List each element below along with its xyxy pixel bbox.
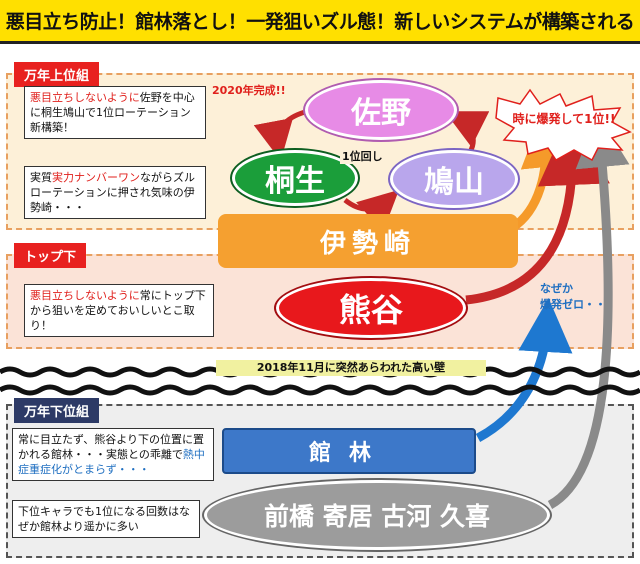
- arrow-sano-to-kiryu: [253, 109, 306, 161]
- wall-label: 2018年11月に突然あらわれた高い壁: [216, 360, 486, 376]
- tier-label-top: 万年上位組: [14, 62, 100, 87]
- city-kumagaya: 熊谷: [276, 278, 466, 338]
- arrow-kumagaya-burst: [465, 113, 610, 305]
- note-top-rotation-highlight: 悪目立ちしないように: [30, 91, 140, 104]
- note-kumagaya: 悪目立ちしないように常にトップ下から狙いを定めておいしいとこ取り！: [24, 284, 214, 337]
- city-hatoyama: 鳩山: [390, 150, 518, 208]
- arrow-tatebayashi-up: [475, 298, 573, 442]
- note-top-rotation-text: 佐野を中心に桐生鳩山で1位ローテーション新構築！: [30, 91, 195, 134]
- note-tatebayashi: 常に目立たず、熊谷より下の位置に置かれる館林・・・実態との乖離で熱中症重症化がと…: [12, 428, 214, 481]
- arrow-others-burst: [547, 113, 630, 509]
- note-top-rotation: 悪目立ちしないように佐野を中心に桐生鳩山で1位ローテーション新構築！: [24, 86, 206, 139]
- burst-star-icon: [495, 88, 632, 162]
- note-kumagaya-text: 常にトップ下から狙いを定めておいしいとこ取り！: [30, 289, 206, 332]
- arrow-hatoyama-to-sano: [444, 111, 490, 154]
- note-tatebayashi-text: 常に目立たず、熊谷より下の位置に置かれる館林・・・実態との乖離で: [18, 433, 205, 461]
- note-others-text: 下位キャラでも1位になる回数はなぜか館林より遥かに多い: [18, 505, 190, 533]
- city-others: 前橋 寄居 古河 久喜: [204, 480, 550, 550]
- note-kumagaya-highlight: 悪目立ちしないように: [30, 289, 140, 302]
- tier-label-low: 万年下位組: [14, 398, 100, 423]
- city-kiryu: 桐生: [232, 150, 358, 206]
- note-isesaki: 実質実力ナンバーワンながらズルローテーションに押され気味の伊勢崎・・・: [24, 166, 206, 219]
- city-sano: 佐野: [305, 80, 457, 140]
- wall-line-bottom: [0, 384, 640, 396]
- note-others: 下位キャラでも1位になる回数はなぜか館林より遥かに多い: [12, 500, 200, 538]
- note-isesaki-highlight: 実力ナンバーワン: [52, 171, 140, 184]
- arrow-kiryu-to-hatoyama: [343, 189, 400, 232]
- annotation-no-burst-2: 爆発ゼロ・・: [540, 298, 606, 311]
- page-title: 悪目立ち防止！館林落とし！一発狙いズル態！新しいシステムが構築される: [0, 0, 640, 44]
- annotation-completed: 2020年完成!!: [212, 84, 286, 97]
- city-isesaki: 伊勢崎: [218, 214, 518, 268]
- note-isesaki-prefix: 実質: [30, 171, 52, 184]
- note-tatebayashi-highlight: 熱中症重症化がとまらず・・・: [18, 448, 205, 476]
- annotation-burst: 時に爆発して1位!!: [512, 112, 616, 126]
- annotation-no-burst-1: なぜか: [540, 282, 573, 295]
- city-tatebayashi: 館林: [222, 428, 476, 474]
- annotation-rotation: 1位回し: [340, 148, 385, 164]
- note-isesaki-text: ながらズルローテーションに押され気味の伊勢崎・・・: [30, 171, 195, 214]
- tier-label-mid: トップ下: [14, 243, 87, 268]
